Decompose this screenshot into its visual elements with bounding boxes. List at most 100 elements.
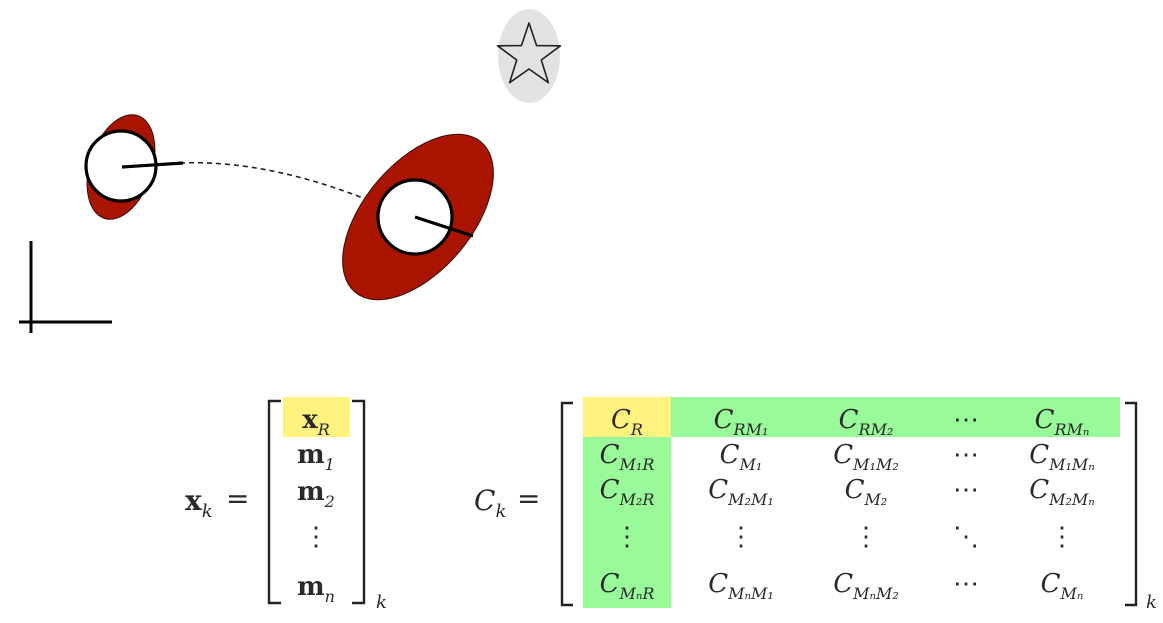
state-equals: =	[226, 482, 249, 515]
cov-cell-4-2-base: C	[833, 569, 853, 599]
cov-cell-1-3-base: ⋯	[953, 440, 979, 470]
cov-cell-4-2-subscript: MₙM₂	[852, 584, 899, 603]
cov-lhs-subscript: k	[495, 501, 506, 522]
state-row-4-base: m	[297, 572, 325, 602]
cov-cell-4-3: ⋯	[953, 569, 979, 599]
cov-cell-4-4-subscript: Mₙ	[1060, 584, 1084, 603]
cov-cell-2-3: ⋯	[953, 475, 979, 505]
cov-cell-3-4-base: ⋮	[1049, 522, 1075, 552]
cov-left-bracket	[560, 401, 573, 607]
cov-cell-0-2-subscript: RM₂	[858, 420, 894, 439]
state-row-3: ⋮	[303, 522, 329, 552]
cov-robot-map-cross-highlight	[671, 397, 1120, 437]
cov-cell-2-2: CM₂	[845, 475, 888, 509]
cov-cell-2-2-subscript: M₂	[864, 490, 888, 509]
robot-previous	[84, 114, 184, 220]
cov-cell-1-2-subscript: M₁M₂	[852, 455, 899, 474]
cov-cell-2-3-base: ⋯	[953, 475, 979, 505]
cov-cell-2-0-subscript: M₂R	[619, 490, 655, 509]
cov-cell-4-1-subscript: MₙM₁	[727, 584, 774, 603]
robot-previous-heading	[121, 161, 184, 169]
state-lhs-subscript: k	[202, 501, 213, 522]
cov-cell-4-4: CMₙ	[1041, 569, 1084, 603]
svg-text:xk: xk	[185, 484, 213, 522]
cov-cell-4-2: CMₙM₂	[833, 569, 899, 603]
cov-cell-2-4-base: C	[1029, 475, 1049, 505]
state-lhs-symbol: x	[185, 484, 202, 517]
cov-cell-2-1: CM₂M₁	[708, 475, 774, 509]
cov-cell-4-3-base: ⋯	[953, 569, 979, 599]
state-row-0-base: x	[302, 405, 318, 435]
trajectory-dashed-line	[179, 161, 379, 205]
cov-cell-2-0-base: C	[600, 475, 620, 505]
state-row-1-subscript: 1	[325, 455, 335, 474]
state-row-2-base: m	[297, 477, 325, 507]
cov-cell-1-1-subscript: M₁	[739, 455, 763, 474]
state-right-bracket	[352, 399, 366, 605]
cov-map-robot-cross-highlight	[583, 437, 671, 608]
state-row-1-base: m	[297, 440, 325, 470]
cov-outer-subscript: k	[1146, 592, 1157, 613]
cov-cell-1-4-subscript: M₁Mₙ	[1048, 455, 1095, 474]
cov-cell-1-2-base: C	[833, 440, 853, 470]
state-row-1: m1	[297, 440, 335, 474]
cov-cell-1-4-base: C	[1029, 440, 1049, 470]
cov-cell-1-0-base: C	[600, 440, 620, 470]
svg-text:Ck: Ck	[474, 484, 506, 522]
cov-cell-3-3-base: ⋱	[953, 522, 979, 552]
cov-cell-0-0: CR	[611, 405, 643, 439]
cov-cell-0-1-base: C	[714, 405, 734, 435]
cov-robot-highlight	[583, 397, 671, 437]
state-row-0: xR	[302, 405, 330, 439]
cov-cell-4-0-base: C	[600, 569, 620, 599]
cov-cell-3-1: ⋮	[728, 522, 754, 552]
cov-cell-0-1: CRM₁	[714, 405, 769, 439]
cov-cell-0-0-base: C	[611, 405, 631, 435]
cov-cell-4-0: CMₙR	[600, 569, 655, 603]
star-icon	[496, 22, 562, 84]
cov-cell-0-4-base: C	[1035, 405, 1055, 435]
cov-cell-2-1-subscript: M₂M₁	[727, 490, 774, 509]
cov-cell-0-3: ⋯	[953, 405, 979, 435]
cov-cell-2-2-base: C	[845, 475, 865, 505]
cov-cell-3-1-base: ⋮	[728, 522, 754, 552]
cov-cell-1-1: CM₁	[720, 440, 763, 474]
state-robot-highlight	[283, 397, 350, 437]
cov-cell-2-4-subscript: M₂Mₙ	[1048, 490, 1095, 509]
landmark	[496, 9, 562, 103]
cov-cell-2-4: CM₂Mₙ	[1029, 475, 1095, 509]
cov-cell-1-4: CM₁Mₙ	[1029, 440, 1095, 474]
cov-cell-1-2: CM₁M₂	[833, 440, 899, 474]
cov-cell-4-4-base: C	[1041, 569, 1061, 599]
cov-lhs-symbol: C	[474, 484, 495, 517]
cov-cell-0-2: CRM₂	[839, 405, 894, 439]
robot-current-heading	[414, 215, 474, 238]
reference-frame-axes	[19, 241, 112, 333]
state-outer-subscript: k	[376, 592, 387, 613]
state-left-bracket	[267, 399, 281, 605]
cov-cell-0-1-subscript: RM₁	[733, 420, 769, 439]
state-row-0-subscript: R	[317, 420, 330, 439]
cov-cell-3-0: ⋮	[614, 522, 640, 552]
cov-cell-2-0: CM₂R	[600, 475, 655, 509]
cov-cell-0-4-subscript: RMₙ	[1053, 420, 1089, 439]
state-row-4-subscript: n	[325, 587, 335, 606]
cov-cell-2-1-base: C	[708, 475, 728, 505]
state-row-2: m2	[297, 477, 335, 511]
state-row-3-base: ⋮	[303, 522, 329, 552]
cov-right-bracket	[1125, 401, 1138, 607]
cov-cell-3-0-base: ⋮	[614, 522, 640, 552]
cov-cell-1-0-subscript: M₁R	[619, 455, 655, 474]
cov-cell-4-1-base: C	[708, 569, 728, 599]
cov-cell-4-1: CMₙM₁	[708, 569, 774, 603]
cov-cell-1-0: CM₁R	[600, 440, 655, 474]
cov-cell-3-3: ⋱	[953, 522, 979, 552]
cov-cell-0-2-base: C	[839, 405, 859, 435]
state-row-4: mn	[297, 572, 335, 606]
cov-cell-3-2: ⋮	[853, 522, 879, 552]
cov-cell-1-3: ⋯	[953, 440, 979, 470]
cov-cell-0-0-subscript: R	[630, 420, 643, 439]
cov-cell-4-0-subscript: MₙR	[618, 584, 654, 603]
